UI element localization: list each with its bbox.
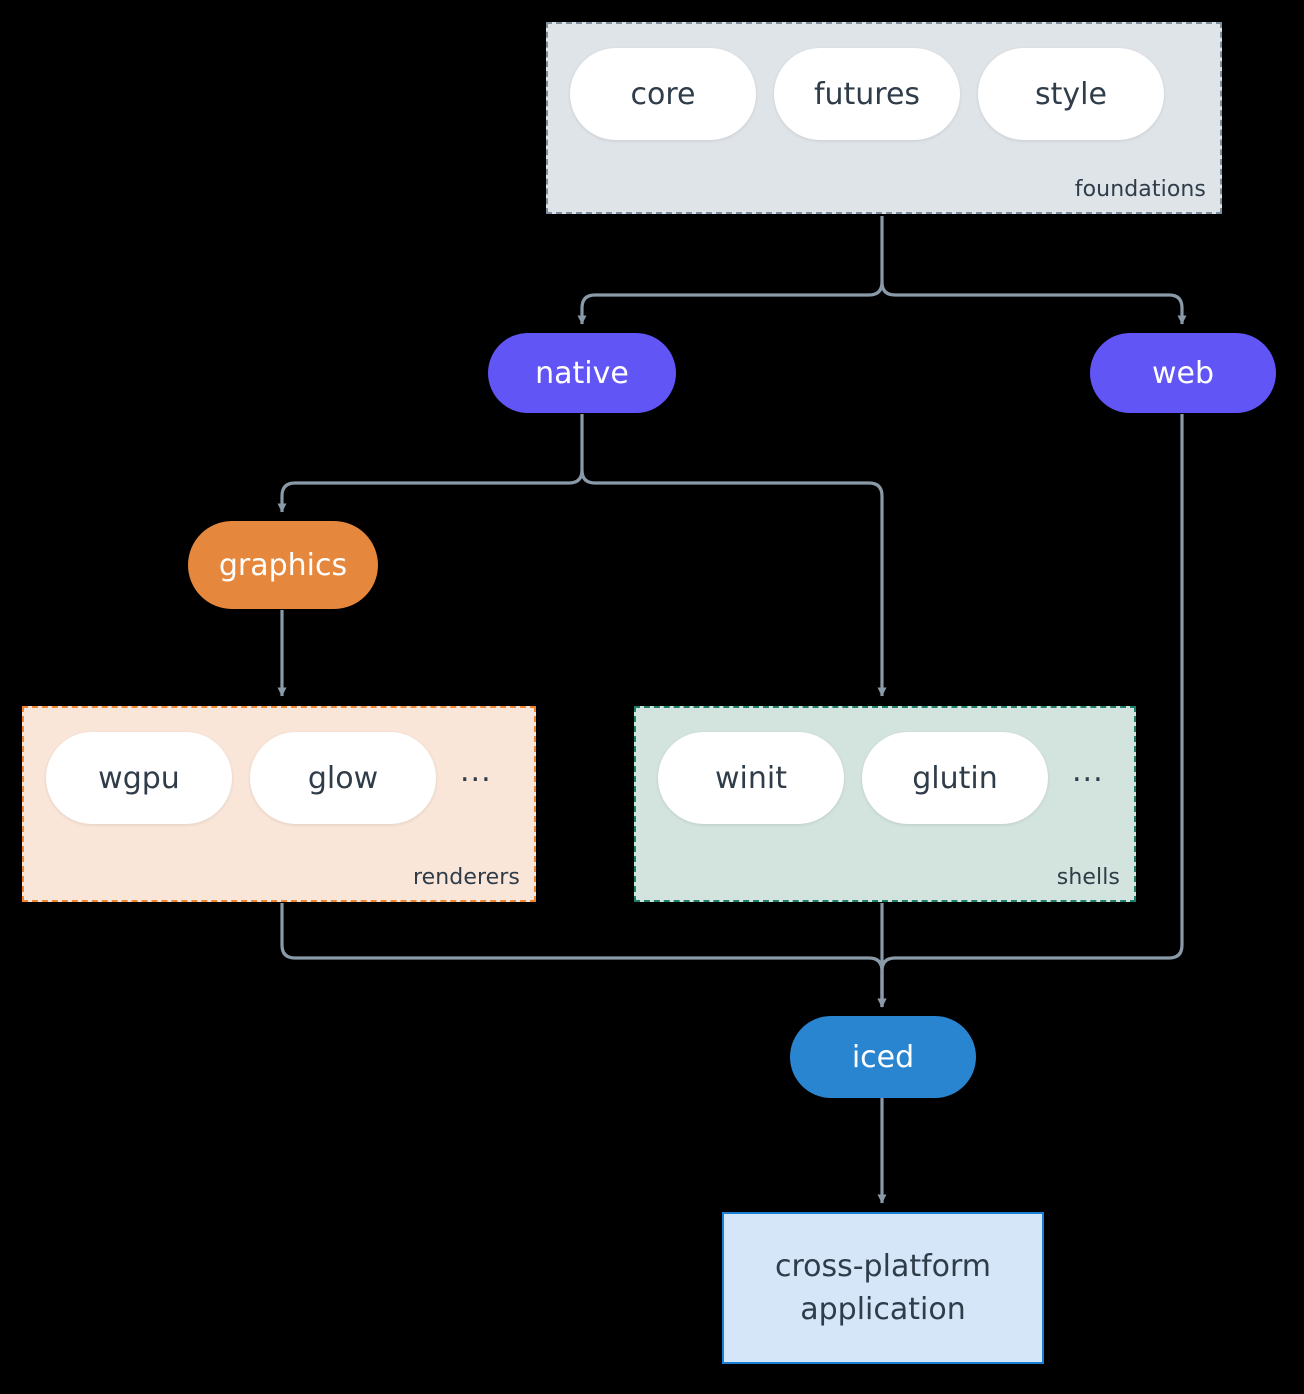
module-wgpu[interactable]: wgpu	[46, 732, 232, 824]
edge-renderers-iced	[280, 903, 887, 1008]
cluster-foundations: core futures style foundations	[546, 22, 1222, 214]
cluster-foundations-label: foundations	[1074, 177, 1206, 202]
renderers-ellipsis: ...	[460, 754, 492, 789]
cluster-shells-items: winit glutin ...	[658, 732, 1114, 824]
application-label-line1: cross-platform	[774, 1248, 992, 1284]
node-iced[interactable]: iced	[790, 1016, 976, 1098]
cluster-shells: winit glutin ... shells	[634, 706, 1136, 902]
cluster-renderers-label: renderers	[412, 865, 520, 890]
application-label-line2: application	[800, 1292, 966, 1327]
module-core[interactable]: core	[570, 48, 756, 140]
node-native[interactable]: native	[488, 333, 676, 413]
module-glow[interactable]: glow	[250, 732, 436, 824]
shells-ellipsis: ...	[1072, 754, 1104, 789]
edge-native-graphics	[277, 414, 584, 513]
node-cross-platform-application[interactable]: cross-platform application	[722, 1212, 1044, 1364]
node-graphics[interactable]: graphics	[188, 521, 378, 609]
cluster-renderers: wgpu glow ... renderers	[22, 706, 536, 902]
cluster-renderers-items: wgpu glow ...	[46, 732, 502, 824]
module-winit[interactable]: winit	[658, 732, 844, 824]
edge-foundations-native	[577, 216, 884, 325]
cluster-foundations-items: core futures style	[570, 48, 1164, 140]
module-style[interactable]: style	[978, 48, 1164, 140]
module-futures[interactable]: futures	[774, 48, 960, 140]
module-glutin[interactable]: glutin	[862, 732, 1048, 824]
edge-foundations-web	[880, 281, 1187, 325]
node-web[interactable]: web	[1090, 333, 1276, 413]
cluster-shells-label: shells	[1056, 865, 1120, 890]
application-label: cross-platform application	[775, 1245, 991, 1332]
edge-native-shells	[580, 469, 887, 697]
